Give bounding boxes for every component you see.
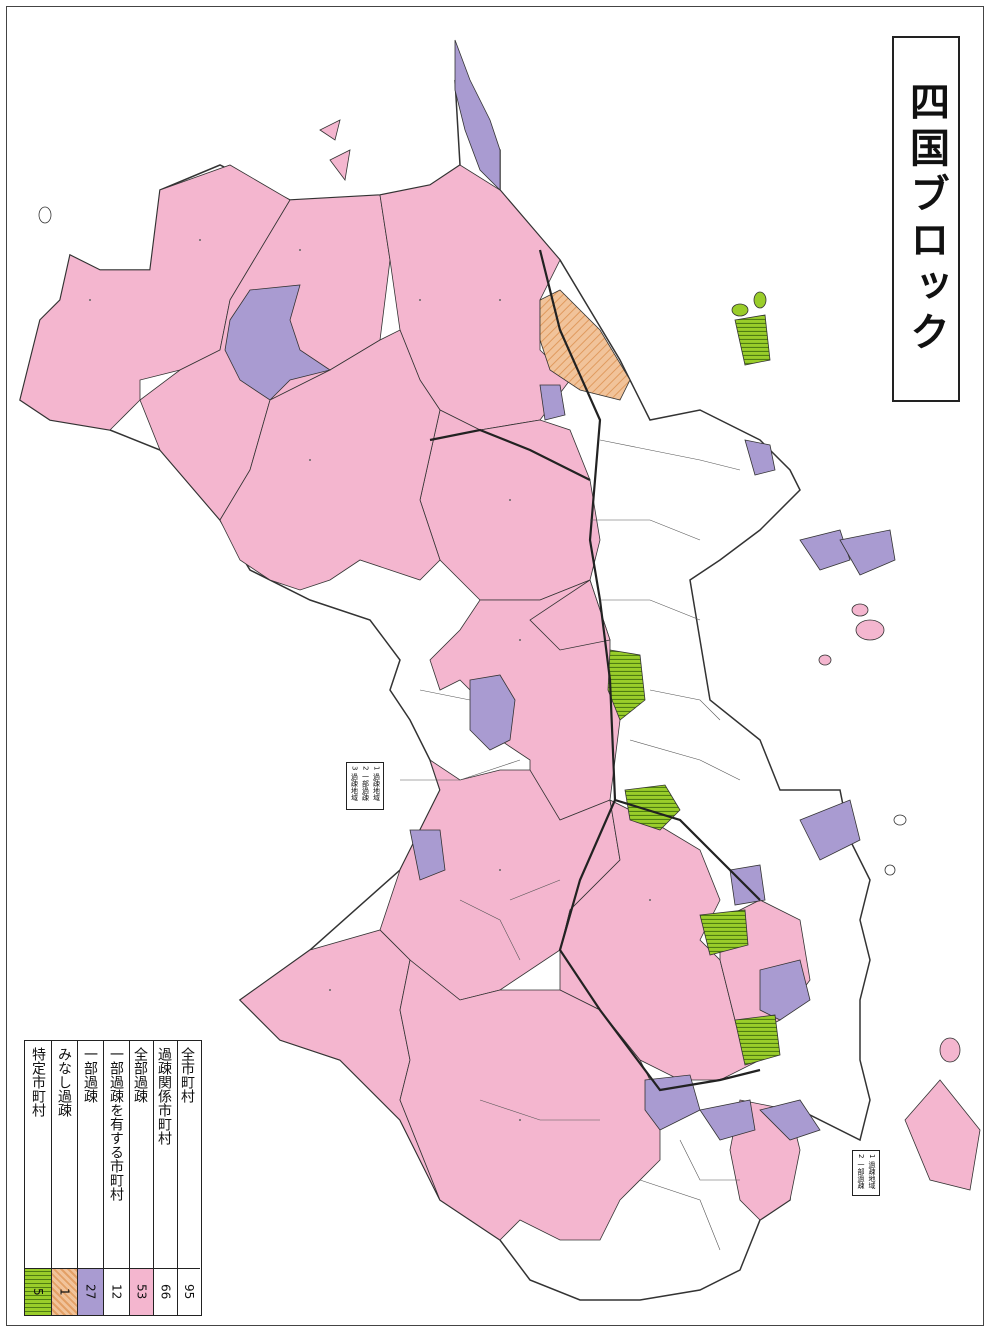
legend-label: 一部過疎 (82, 1047, 98, 1103)
legend-label: 一部過疎を有する市町村 (108, 1047, 124, 1201)
prefecture-boundaries (429, 249, 761, 1092)
legend-row-all: 全市町村 95 (177, 1041, 200, 1315)
partial-depop-regions (224, 39, 896, 1141)
legend: 特定市町村 5 みなし過疎 1 一部過疎 27 一部過疎を有する市町村 12 全… (24, 1040, 202, 1316)
info-box-left: 1 過疎地域 2 一部過疎 3 過疎地域 (346, 762, 384, 810)
info-box-right: 1 過疎地域 2 一部過疎 (852, 1150, 880, 1196)
legend-row-full: 全部過疎 53 (129, 1041, 153, 1315)
legend-count: 5 (25, 1268, 51, 1315)
specified-regions (607, 314, 781, 1066)
legend-count: 95 (178, 1268, 200, 1315)
legend-label: 全市町村 (179, 1047, 195, 1103)
legend-row-specified: 特定市町村 5 (25, 1041, 51, 1315)
legend-label: 特定市町村 (30, 1047, 46, 1117)
offshore-islands (38, 119, 981, 1191)
page-title: 四国ブロック (903, 81, 950, 357)
info-line: 3 過疎地域 (350, 766, 359, 801)
legend-row-related: 過疎関係市町村 66 (153, 1041, 177, 1315)
legend-row-deemed: みなし過疎 1 (51, 1041, 77, 1315)
legend-count: 27 (78, 1268, 103, 1315)
title-box: 四国ブロック (892, 36, 960, 402)
info-line: 2 一部過疎 (857, 1154, 865, 1189)
legend-count: 1 (52, 1268, 77, 1315)
legend-label: 全部過疎 (132, 1047, 148, 1103)
municipality-borders (400, 439, 741, 1251)
legend-count: 53 (130, 1268, 153, 1315)
legend-count: 12 (104, 1268, 129, 1315)
legend-label: みなし過疎 (56, 1047, 72, 1117)
legend-row-with-partial: 一部過疎を有する市町村 12 (103, 1041, 129, 1315)
legend-label: 過疎関係市町村 (156, 1047, 172, 1145)
legend-row-partial: 一部過疎 27 (77, 1041, 103, 1315)
info-line: 1 過疎地域 (868, 1154, 876, 1189)
map-frame (6, 6, 984, 1326)
info-line: 1 過疎地域 (372, 766, 381, 801)
info-line: 2 一部過疎 (361, 766, 370, 801)
legend-count: 66 (154, 1268, 177, 1315)
deemed-depop-region (539, 289, 631, 401)
municipality-dots (89, 239, 651, 1121)
